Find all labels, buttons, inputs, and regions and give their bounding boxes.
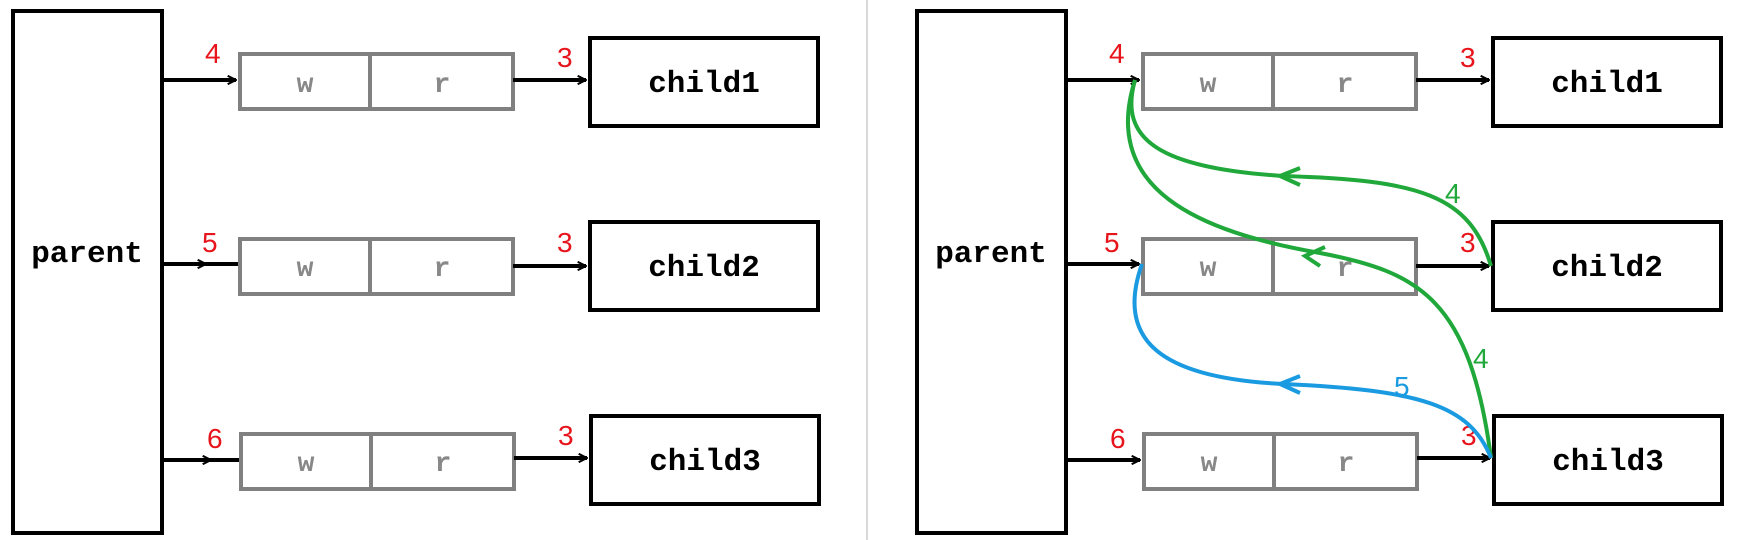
child-fd-label: 3 <box>557 227 573 258</box>
pipe-read-label: r <box>1337 254 1354 285</box>
pipe-write-end <box>1141 52 1275 111</box>
inherited-fd-label-child3-blue: 5 <box>1394 371 1410 402</box>
pipe-read-label: r <box>435 449 452 480</box>
pipe-write-end <box>239 432 373 491</box>
child-box <box>588 220 820 312</box>
child-label: child2 <box>648 251 760 286</box>
pipe-write-label: w <box>1201 449 1218 480</box>
pipe-write-label: w <box>297 254 314 285</box>
child-label: child3 <box>1552 445 1664 480</box>
parent-label: parent <box>935 237 1047 272</box>
child-label: child1 <box>648 67 760 102</box>
pipe-row-2: 5 w r 3 child2 <box>1066 220 1723 312</box>
inherited-fd-label-child3-green: 4 <box>1473 343 1489 374</box>
parent-fd-label: 6 <box>207 423 223 454</box>
pipe-write-label: w <box>1200 254 1217 285</box>
parent-label: parent <box>31 237 143 272</box>
pipe-write-label: w <box>297 70 314 101</box>
pipe-row-2: 5 w r 3 child2 <box>162 220 820 312</box>
right-panel: parent 4 w r 3 child1 5 w r 3 child2 <box>915 9 1724 535</box>
child-box <box>589 414 821 506</box>
child-fd-label: 3 <box>557 42 573 73</box>
child-box <box>1491 36 1723 128</box>
child-fd-label: 3 <box>1460 227 1476 258</box>
arrowhead <box>1274 374 1301 395</box>
inherited-fd-label-child2: 4 <box>1445 178 1461 209</box>
pipe-row-1: 4 w r 3 child1 <box>1066 36 1723 128</box>
pipe-row-3: 6 w r 3 child3 <box>1066 414 1724 506</box>
parent-box <box>11 9 164 535</box>
child-box <box>1491 220 1723 312</box>
pipe-read-end <box>368 237 515 296</box>
child-fd-label: 3 <box>558 420 574 451</box>
pipe-read-label: r <box>1338 449 1355 480</box>
child-fd-label: 3 <box>1460 42 1476 73</box>
pipe-read-end <box>369 432 516 491</box>
arrowhead <box>1300 245 1326 268</box>
parent-fd-label: 4 <box>205 38 221 69</box>
child-box <box>1492 414 1724 506</box>
pipe-read-end <box>1272 432 1419 491</box>
pipe-write-label: w <box>298 449 315 480</box>
child-label: child3 <box>649 445 761 480</box>
left-panel: parent 4 w r 3 child1 5 w r 3 child2 <box>11 9 821 535</box>
parent-fd-label: 6 <box>1110 423 1126 454</box>
pipe-row-3: 6 w r 3 child3 <box>162 414 821 506</box>
child-box <box>588 36 820 128</box>
inherited-fd-curve-child3-green <box>1126 79 1493 459</box>
pipe-write-label: w <box>1200 70 1217 101</box>
pipe-read-label: r <box>1337 70 1354 101</box>
pipe-write-end <box>1141 237 1275 296</box>
parent-fd-label: 5 <box>1104 227 1120 258</box>
parent-box <box>915 9 1068 535</box>
pipe-read-label: r <box>434 254 451 285</box>
parent-fd-label: 4 <box>1109 38 1125 69</box>
parent-fd-label: 5 <box>202 227 218 258</box>
child-label: child2 <box>1551 251 1663 286</box>
arrowhead <box>1274 166 1301 187</box>
child-label: child1 <box>1551 67 1663 102</box>
pipe-read-end <box>1271 52 1418 111</box>
pipe-row-1: 4 w r 3 child1 <box>162 36 820 128</box>
pipe-read-label: r <box>434 70 451 101</box>
